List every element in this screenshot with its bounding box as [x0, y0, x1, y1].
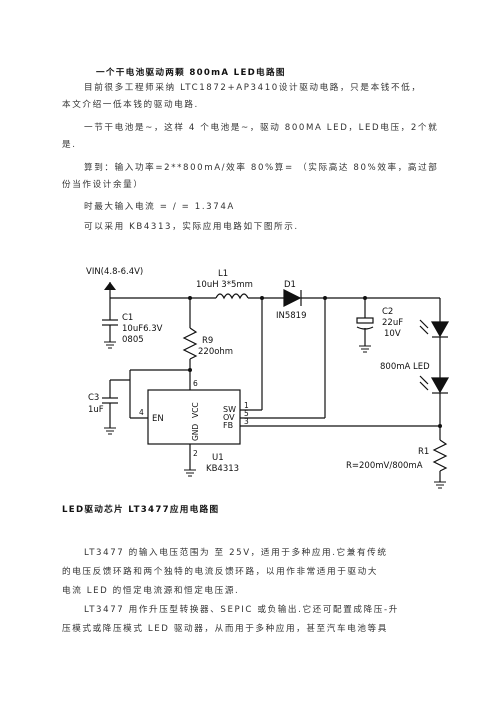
- paragraph-3-line-1: 算到：输入功率=2**800mA/效率 80%算= （实际高达 80%效率，高过…: [84, 163, 439, 173]
- paragraph-1-line-1: 目前很多工程师采纳 LTC1872+AP3410设计驱动电路，只是本钱不低，: [84, 83, 422, 93]
- pin-vcc: VCC: [191, 402, 200, 418]
- l1-label: L1: [218, 269, 228, 279]
- pin-1-number: 1: [244, 401, 249, 410]
- c3-value: 1uF: [88, 405, 104, 415]
- paragraph-4: 时最大输入电流 = / = 1.374A: [84, 202, 235, 212]
- led-label: 800mA LED: [380, 362, 430, 372]
- c1-package: 0805: [122, 335, 144, 345]
- c2-label: C2: [382, 307, 393, 317]
- section-heading: LED驱动芯片 LT3477应用电路图: [62, 505, 220, 515]
- paragraph-3-line-2: 份当作设计余量）: [62, 180, 144, 190]
- paragraph-6-line-2: 的电压反馈环路和两个独特的电流反馈环路，以用作非常适用于驱动大: [62, 567, 379, 577]
- paragraph-2-line-2: 是.: [62, 140, 77, 150]
- r1-label: R1: [418, 447, 429, 457]
- paragraph-7-line-2: 压模式或降压模式 LED 驱动器，从而用于多种应用，甚至汽车电池等具: [62, 624, 388, 634]
- vin-label: VIN(4.8-6.4V): [86, 267, 143, 277]
- pin-5-number: 5: [244, 409, 249, 418]
- pin-ov: OV: [223, 413, 235, 422]
- pin-gnd: GND: [191, 424, 200, 441]
- d1-part: IN5819: [276, 311, 307, 321]
- doc-title: 一个干电池驱动两颗 800mA LED电路图: [96, 68, 286, 78]
- c2-voltage: 10V: [384, 329, 401, 339]
- pin-sw: SW: [223, 405, 236, 414]
- c1-label: C1: [122, 313, 133, 323]
- r9-label: R9: [202, 336, 213, 346]
- pin-3-number: 3: [244, 417, 249, 426]
- pin-6-number: 6: [193, 379, 198, 388]
- c2-value: 22uF: [382, 318, 403, 328]
- r1-value: R=200mV/800mA: [346, 461, 423, 471]
- paragraph-1-line-2: 本文介绍一低本钱的驱动电路.: [62, 100, 199, 110]
- u1-part: KB4313: [206, 464, 239, 474]
- c3-label: C3: [88, 393, 99, 403]
- pin-4-number: 4: [139, 408, 144, 417]
- d1-label: D1: [284, 280, 296, 290]
- paragraph-7-line-1: LT3477 用作升压型转换器、SEPIC 或负输出.它还可配置成降压-升: [84, 605, 399, 615]
- u1-label: U1: [212, 453, 224, 463]
- paragraph-2-line-1: 一节干电池是~，这样 4 个电池是~，驱动 800MA LED，LED电压，2个…: [84, 123, 439, 133]
- l1-value: 10uH 3*5mm: [196, 280, 253, 290]
- paragraph-5: 可以采用 KB4313，实际应用电路如下图所示.: [84, 222, 299, 232]
- pin-en: EN: [152, 414, 164, 424]
- c1-value: 10uF6.3V: [122, 324, 163, 334]
- paragraph-6-line-3: 电流 LED 的恒定电流源和恒定电压源.: [62, 586, 240, 596]
- pin-fb: FB: [223, 421, 233, 430]
- r9-value: 220ohm: [198, 347, 233, 357]
- paragraph-6-line-1: LT3477 的输入电压范围为 至 25V，适用于多种应用.它兼有传统: [84, 548, 388, 558]
- pin-2-number: 2: [193, 449, 198, 458]
